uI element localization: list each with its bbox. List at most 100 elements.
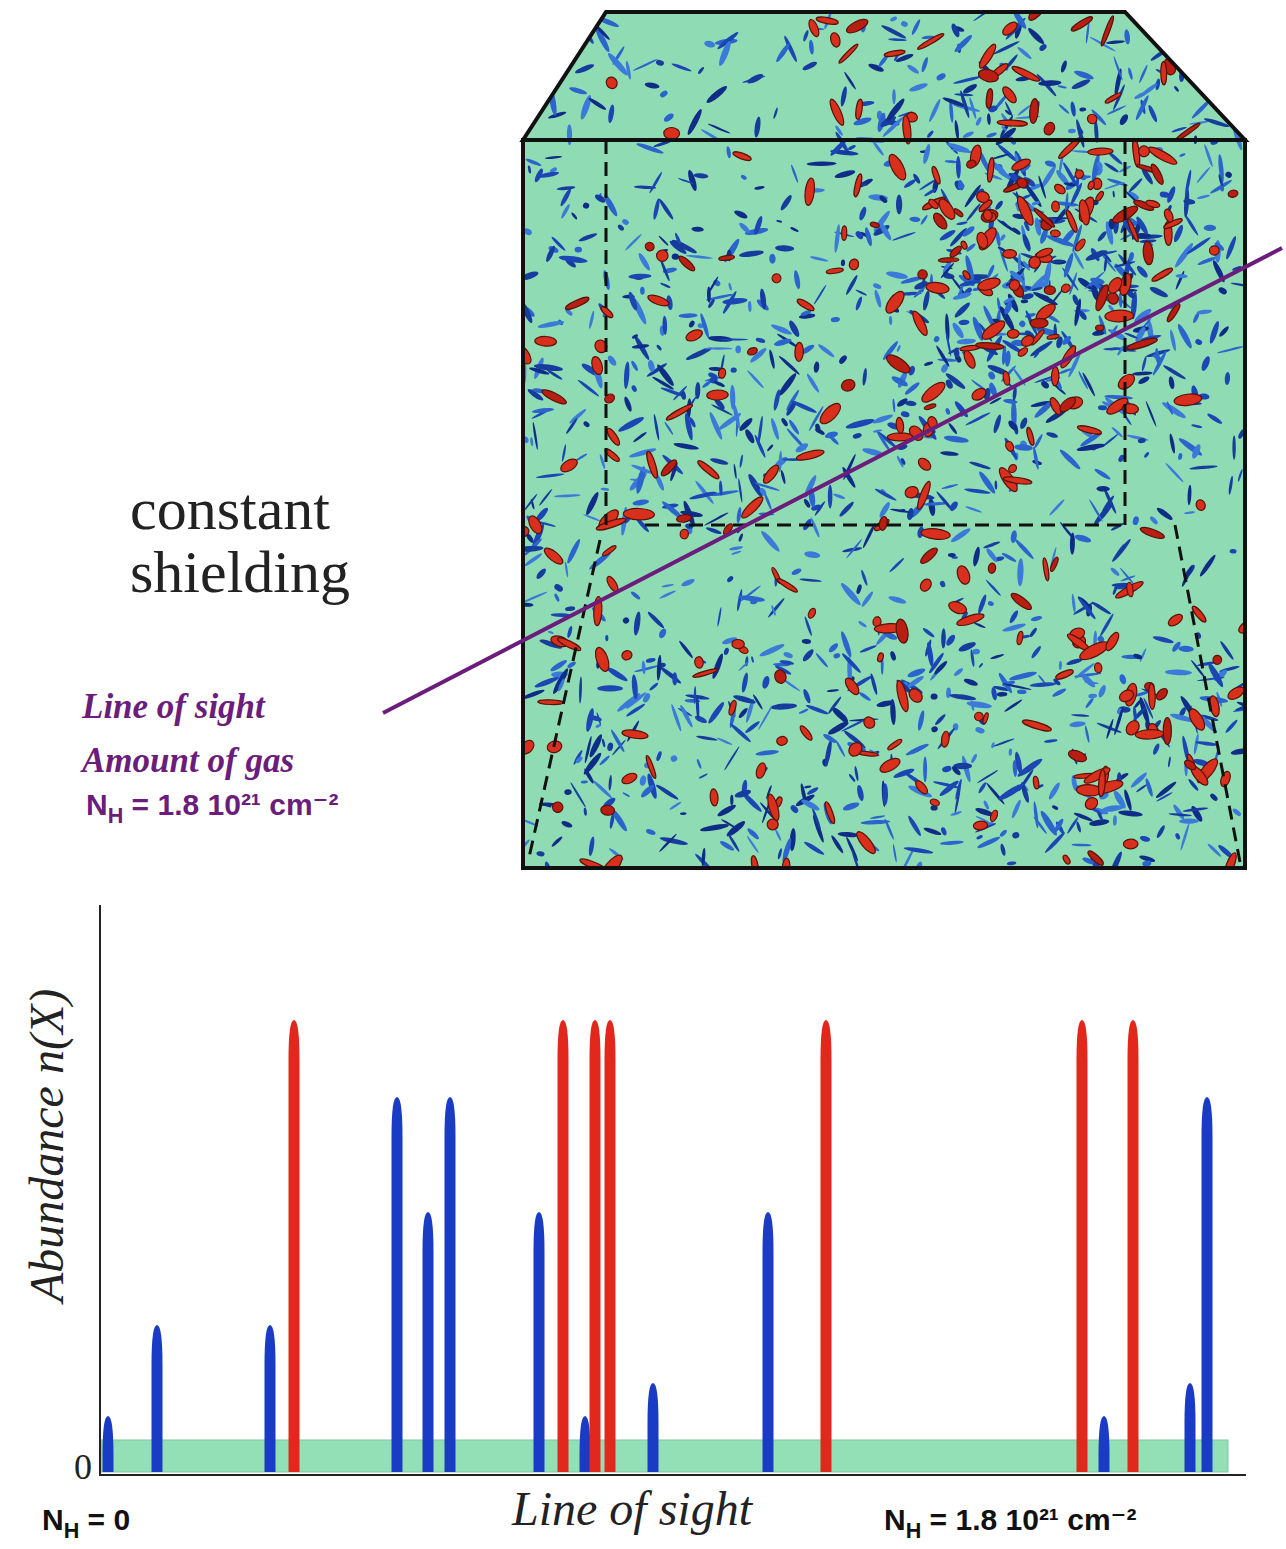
gas-blob (1087, 180, 1095, 190)
cube-fill (523, 12, 1245, 868)
gas-blob (1128, 177, 1144, 193)
gas-blob (1011, 64, 1041, 83)
gas-blob (1209, 245, 1220, 255)
gas-blob (997, 119, 1027, 126)
gas-blob (587, 714, 602, 723)
gas-blob (771, 272, 783, 284)
gas-blob (800, 798, 821, 813)
gas-blob (656, 654, 662, 680)
gas-blob (827, 642, 839, 654)
gas-blob (717, 40, 733, 67)
gas-blob (975, 190, 990, 204)
gas-blob (983, 800, 990, 810)
gas-blob (817, 400, 844, 427)
gas-blob (1236, 700, 1265, 714)
gas-blob (904, 485, 920, 500)
gas-blob (739, 249, 765, 258)
gas-blob (768, 349, 776, 369)
gas-blob (802, 688, 812, 704)
gas-blob (959, 90, 971, 118)
gas-blob (753, 215, 764, 235)
gas-blob (680, 812, 687, 815)
gas-blob (755, 749, 779, 756)
gas-blob (910, 309, 930, 337)
gas-blob (746, 72, 764, 85)
gas-blob (956, 156, 961, 179)
gas-blob (940, 262, 955, 279)
gas-blob (1118, 688, 1136, 704)
gas-blob (838, 354, 849, 365)
gas-blob (579, 94, 593, 120)
gas-blob (1233, 52, 1246, 66)
gas-blob (1038, 80, 1062, 87)
gas-blob (1218, 325, 1230, 338)
gas-blob (1149, 515, 1159, 525)
gas-blob (1173, 242, 1195, 269)
gas-blob (814, 500, 826, 516)
gas-blob (941, 628, 946, 648)
gas-blob (938, 257, 959, 262)
gas-blob (770, 417, 781, 440)
gas-blob (1104, 181, 1125, 190)
gas-blob (1088, 499, 1103, 523)
gas-blob (1095, 190, 1105, 202)
gas-blob (519, 602, 534, 607)
gas-blob (877, 221, 893, 242)
gas-blob (688, 416, 697, 428)
abundance-peak (821, 1020, 832, 1472)
gas-blob (921, 527, 951, 540)
gas-blob (1232, 435, 1235, 460)
abundance-peak (763, 1212, 774, 1472)
gas-blob (655, 363, 676, 388)
gas-blob (926, 642, 935, 668)
gas-blob (575, 247, 583, 253)
gas-blob (637, 252, 652, 272)
gas-blob (1103, 256, 1108, 272)
gas-blob (1049, 556, 1059, 572)
gas-blob (833, 652, 841, 659)
gas-blob (1148, 285, 1169, 299)
gas-blob (945, 633, 957, 647)
gas-blob (804, 177, 816, 205)
gas-blob (945, 408, 951, 416)
gas-blob (1077, 424, 1103, 436)
gas-blob (683, 413, 694, 441)
gas-blob (872, 282, 882, 290)
gas-blob (799, 876, 810, 886)
gas-blob (501, 423, 520, 429)
gas-blob (919, 379, 948, 405)
gas-blob (1097, 684, 1107, 698)
gas-blob (680, 529, 689, 539)
gas-blob (1114, 579, 1145, 600)
gas-blob (1083, 892, 1091, 905)
gas-blob (1009, 591, 1033, 612)
gas-blob (1059, 661, 1062, 670)
gas-blob (630, 360, 639, 372)
gas-blob (1168, 756, 1172, 767)
gas-blob (827, 689, 840, 693)
gas-blob (1183, 807, 1209, 813)
gas-blob (890, 374, 909, 388)
gas-blob (659, 259, 671, 282)
gas-blob (583, 202, 590, 209)
gas-blob (950, 23, 961, 39)
gas-blob (1233, 42, 1251, 62)
gas-blob (999, 829, 1008, 838)
gas-blob (1060, 282, 1072, 294)
x-axis (99, 1474, 1246, 1476)
gas-blob (858, 620, 868, 628)
gas-blob (878, 755, 902, 775)
gas-blob (631, 334, 638, 340)
gas-blob (728, 700, 738, 716)
gas-blob (1269, 464, 1279, 478)
gas-blob (648, 171, 663, 194)
gas-blob (842, 801, 860, 812)
gas-blob (853, 173, 864, 197)
gas-blob (1001, 552, 1017, 564)
gas-blob (774, 829, 782, 842)
gas-blob (870, 815, 886, 820)
gas-blob (905, 742, 930, 757)
gas-blob (1074, 238, 1087, 253)
gas-blob (571, 212, 578, 220)
gas-blob (621, 729, 648, 741)
